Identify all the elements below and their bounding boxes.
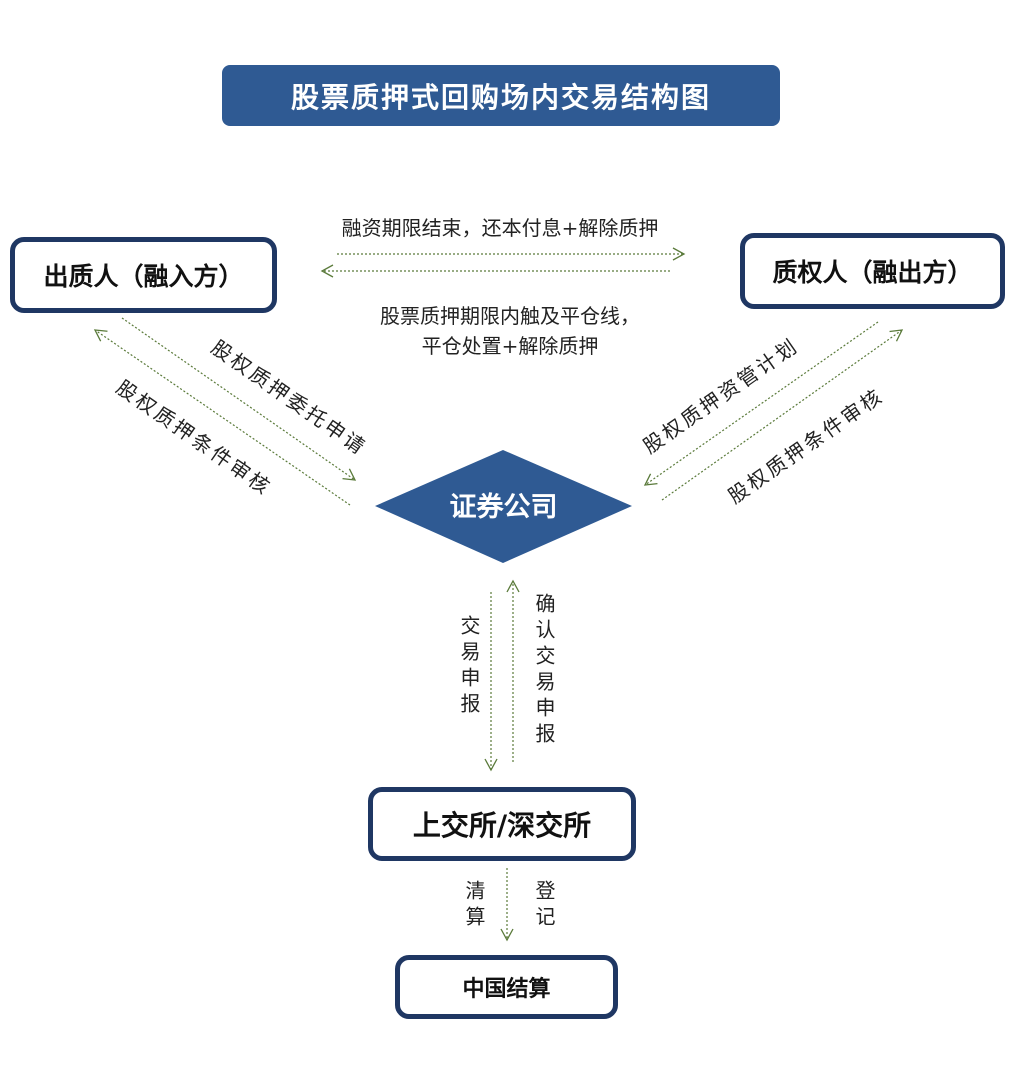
exchange-node: 上交所/深交所	[368, 787, 636, 861]
arrow-broker-to-pledgor	[93, 329, 351, 506]
pledgee-label: 质权人（融出方）	[772, 258, 973, 287]
arrow-pledgor-to-broker	[121, 317, 357, 481]
arrow-pledgee-to-broker	[643, 321, 879, 486]
exchange-label: 上交所/深交所	[412, 809, 592, 842]
label-clearing: 清算	[462, 880, 486, 932]
diagram-title: 股票质押式回购场内交易结构图	[222, 65, 780, 126]
label-registration: 登记	[532, 880, 556, 932]
label-trade-report: 交易申报	[457, 615, 481, 719]
label-repayment: 融资期限结束，还本付息+解除质押	[341, 216, 659, 240]
clearing-label: 中国结算	[462, 976, 551, 1002]
pledgor-label: 出质人（融入方）	[43, 262, 244, 291]
arrow-broker-to-pledgee	[661, 329, 904, 501]
broker-diamond	[375, 450, 632, 563]
clearing-node: 中国结算	[395, 955, 618, 1019]
label-liquidation-1: 股票质押期限内触及平仓线，	[380, 304, 640, 328]
label-confirm-report: 确认交易申报	[532, 593, 556, 749]
label-liquidation-2: 平仓处置+解除质押	[421, 334, 599, 358]
pledgor-node: 出质人（融入方）	[10, 237, 277, 313]
broker-label: 证券公司	[449, 492, 558, 523]
pledgee-node: 质权人（融出方）	[740, 233, 1005, 309]
